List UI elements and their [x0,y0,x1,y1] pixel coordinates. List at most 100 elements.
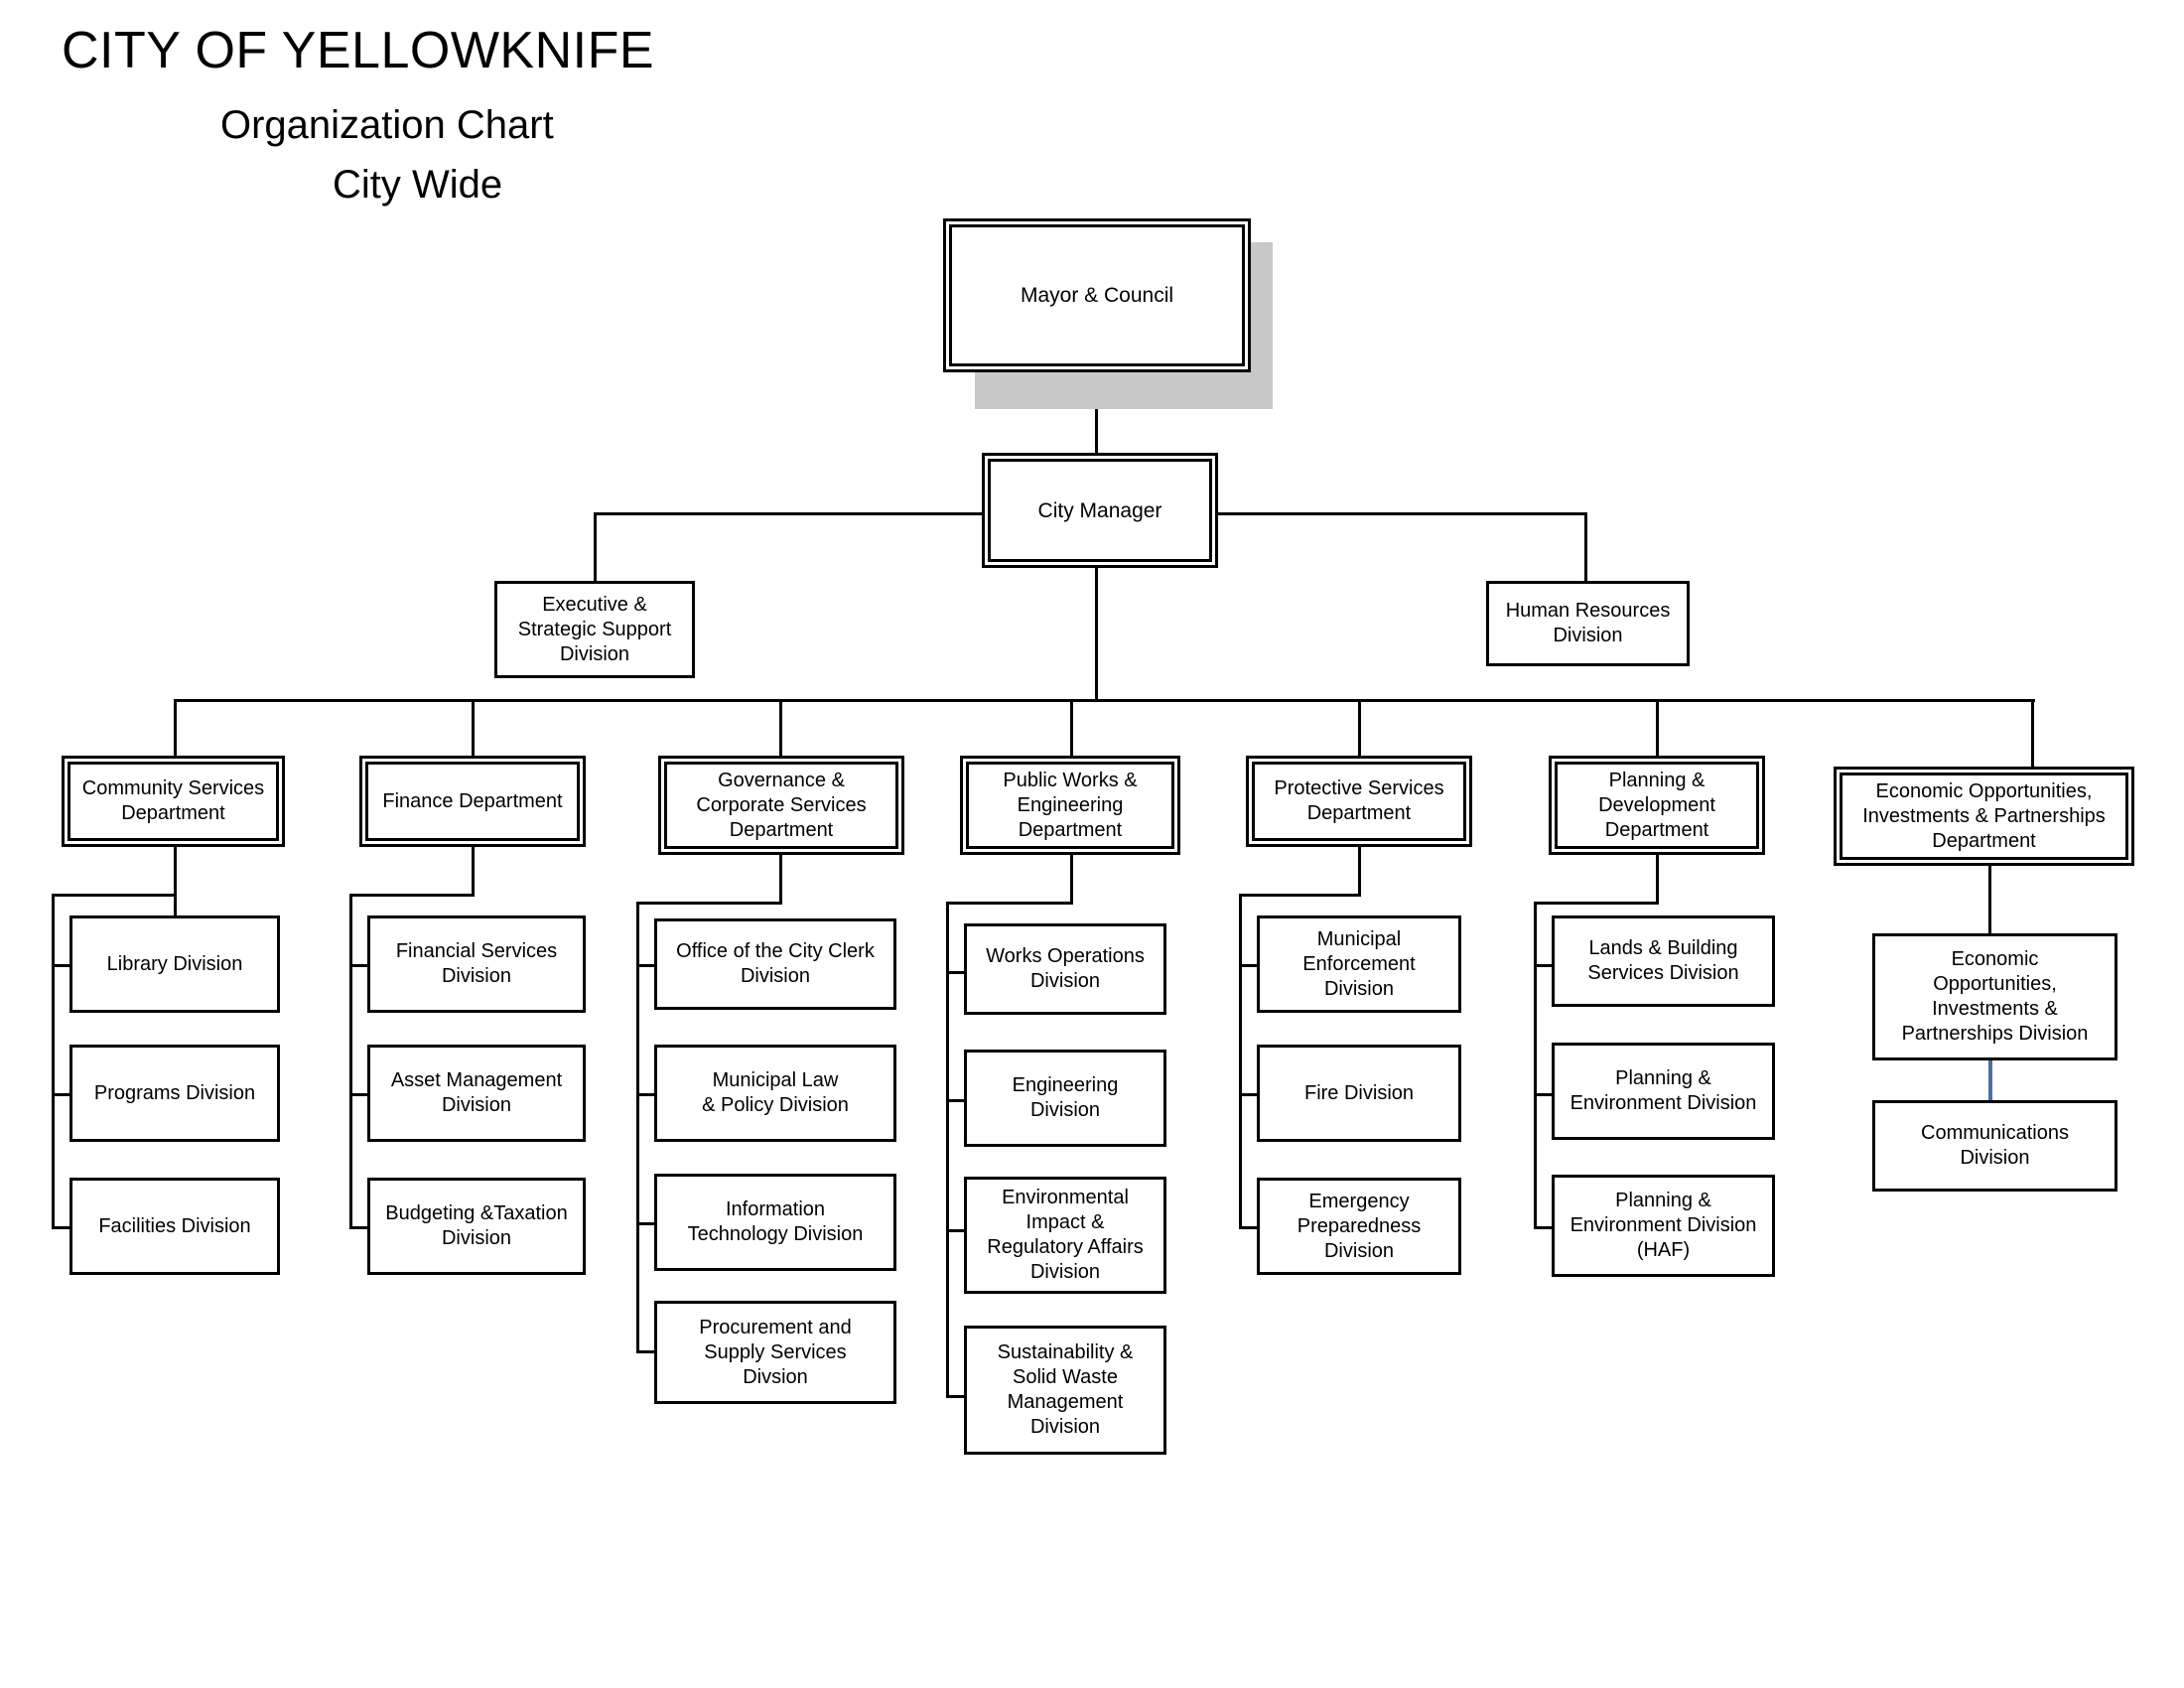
div-environmental-impact-regulatory-affairs[interactable]: Environmental Impact & Regulatory Affair… [964,1177,1166,1294]
connector-finance-spine [472,847,475,894]
dept-label: Governance & Corporate Services Departme… [696,769,867,841]
connector-department-bus [174,699,2035,702]
connector-bus-to-executive [594,512,597,583]
connector-governance-spine [779,855,782,902]
div-information-technology[interactable]: Information Technology Division [654,1174,896,1271]
div-sustainability-solid-waste[interactable]: Sustainability & Solid Waste Management … [964,1326,1166,1455]
dept-planning-development[interactable]: Planning & Development Department [1549,756,1765,855]
connector-mayor-to-manager [1095,372,1098,453]
div-planning-environment-haf[interactable]: Planning & Environment Division (HAF) [1552,1175,1775,1277]
dept-protective-services[interactable]: Protective Services Department [1246,756,1472,847]
dept-economic-opportunities[interactable]: Economic Opportunities, Investments & Pa… [1834,767,2134,866]
connector-to-sustainability-division [946,1395,966,1398]
node-human-resources[interactable]: Human Resources Division [1486,581,1690,666]
div-label: Procurement and Supply Services Divsion [699,1316,852,1388]
dept-finance[interactable]: Finance Department [359,756,586,847]
div-label: Municipal Enforcement Division [1302,927,1416,1000]
div-label: Facilities Division [98,1214,251,1237]
connector-finance-elbow [349,894,475,897]
div-library[interactable]: Library Division [69,915,280,1013]
connector-public-works-spine [1070,855,1073,902]
div-emergency-preparedness[interactable]: Emergency Preparedness Division [1257,1178,1461,1275]
node-city-manager[interactable]: City Manager [982,453,1218,568]
div-programs[interactable]: Programs Division [69,1045,280,1142]
connector-governance-spine-2 [636,902,639,1353]
div-procurement-supply-services[interactable]: Procurement and Supply Services Divsion [654,1301,896,1404]
div-label: Financial Services Division [395,940,558,987]
div-label: Asset Management Division [390,1069,563,1116]
dept-label: Community Services Department [81,777,265,824]
div-label: Information Technology Division [687,1198,864,1245]
dept-label: Protective Services Department [1274,777,1444,824]
connector-governance-elbow [636,902,782,905]
div-asset-management[interactable]: Asset Management Division [367,1045,586,1142]
dept-governance-corporate-services[interactable]: Governance & Corporate Services Departme… [658,756,904,855]
div-engineering[interactable]: Engineering Division [964,1050,1166,1147]
div-label: Fire Division [1303,1081,1415,1104]
connector-public-works-elbow [946,902,1073,905]
connector-economic-spine [1988,866,1991,933]
div-lands-building-services[interactable]: Lands & Building Services Division [1552,915,1775,1007]
page-subtitle-line1: Organization Chart [220,103,554,147]
dept-label: Economic Opportunities, Investments & Pa… [1862,779,2106,852]
connector-to-city-clerk-division [636,964,656,967]
div-planning-environment[interactable]: Planning & Environment Division [1552,1043,1775,1140]
div-fire[interactable]: Fire Division [1257,1045,1461,1142]
dept-label: Finance Department [382,789,563,812]
div-office-city-clerk[interactable]: Office of the City Clerk Division [654,918,896,1010]
connector-protective-services-spine [1358,847,1361,894]
div-label: Library Division [106,952,243,975]
page-title: CITY OF YELLOWKNIFE [62,22,655,79]
connector-to-information-technology-division [636,1222,656,1225]
node-mayor-council[interactable]: Mayor & Council [943,218,1251,372]
connector-manager-trunk [1095,568,1098,699]
connector-bus-to-public-works [1070,699,1073,756]
connector-community-services-spine-2 [52,894,55,1226]
div-label: Emergency Preparedness Division [1297,1190,1422,1262]
connector-to-municipal-enforcement-division [1239,964,1259,967]
dept-label: Public Works & Engineering Department [1003,769,1138,841]
connector-to-procurement-division [636,1350,656,1353]
div-works-operations[interactable]: Works Operations Division [964,923,1166,1015]
connector-to-environmental-impact-division [946,1229,966,1232]
dept-public-works-engineering[interactable]: Public Works & Engineering Department [960,756,1180,855]
div-label: Planning & Environment Division (HAF) [1570,1190,1757,1261]
connector-economic-to-communications [1988,1060,1992,1100]
connector-to-emergency-preparedness-division [1239,1226,1259,1229]
div-label: Budgeting &Taxation Division [385,1202,568,1249]
connector-to-financial-services-division [349,964,369,967]
div-municipal-enforcement[interactable]: Municipal Enforcement Division [1257,915,1461,1013]
node-label: City Manager [1037,498,1162,522]
connector-community-services-elbow [52,894,177,897]
connector-to-planning-environment-division [1534,1093,1554,1096]
div-facilities[interactable]: Facilities Division [69,1178,280,1275]
connector-to-engineering-division [946,1099,966,1102]
connector-planning-elbow [1534,902,1659,905]
div-label: Engineering Division [1012,1074,1119,1121]
connector-to-municipal-law-division [636,1093,656,1096]
div-label: Works Operations Division [986,945,1145,992]
div-label: Municipal Law & Policy Division [702,1069,849,1116]
dept-label: Planning & Development Department [1598,769,1715,841]
connector-bus-to-economic [2031,699,2034,767]
div-label: Economic Opportunities, Investments & Pa… [1901,948,2089,1045]
div-communications[interactable]: Communications Division [1872,1100,2117,1192]
div-municipal-law-policy[interactable]: Municipal Law & Policy Division [654,1045,896,1142]
dept-community-services[interactable]: Community Services Department [62,756,285,847]
div-economic-opportunities-investments-partnerships[interactable]: Economic Opportunities, Investments & Pa… [1872,933,2117,1060]
node-executive-strategic-support[interactable]: Executive & Strategic Support Division [494,581,695,678]
div-label: Lands & Building Services Division [1587,937,1739,984]
div-budgeting-taxation[interactable]: Budgeting &Taxation Division [367,1178,586,1275]
connector-public-works-spine-2 [946,902,949,1398]
div-financial-services[interactable]: Financial Services Division [367,915,586,1013]
div-label: Communications Division [1921,1122,2069,1169]
connector-to-works-operations-division [946,971,966,974]
div-label: Office of the City Clerk Division [676,940,875,987]
div-label: Planning & Environment Division [1570,1067,1757,1114]
connector-planning-spine [1656,855,1659,902]
connector-to-library-division [52,964,71,967]
connector-to-programs-division [52,1093,71,1096]
connector-to-planning-environment-haf-division [1534,1226,1554,1229]
connector-finance-spine-2 [349,894,352,1226]
